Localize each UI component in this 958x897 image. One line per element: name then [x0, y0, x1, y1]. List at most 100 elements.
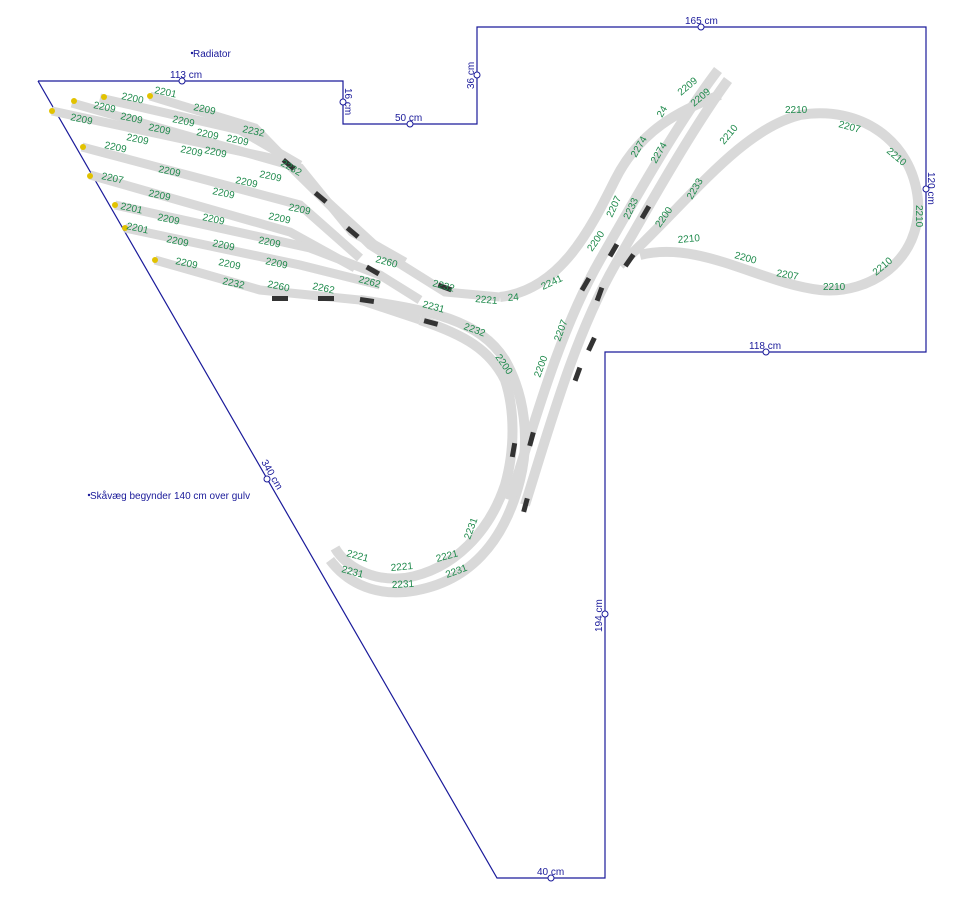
cross-link — [499, 90, 722, 302]
turnout-marker — [607, 242, 620, 258]
track-bed — [51, 66, 924, 598]
part-label: 2200 — [120, 91, 144, 106]
part-label: 24 — [655, 104, 670, 120]
yard-track-8 — [124, 223, 382, 290]
part-label: 2209 — [264, 256, 288, 271]
dimension-marker — [922, 185, 930, 193]
part-label: 2209 — [211, 238, 235, 253]
part-label: 2210 — [913, 205, 924, 228]
dimension-marker — [473, 71, 481, 79]
yard-track-5 — [80, 142, 363, 262]
part-label: 2209 — [234, 175, 258, 190]
buffer-stop — [80, 144, 86, 150]
note-radiator: Radiator — [193, 49, 231, 60]
part-label: 2232 — [221, 276, 245, 291]
turnout-marker — [594, 286, 605, 302]
buffer-stops — [49, 93, 158, 263]
turnout-marker — [623, 253, 636, 268]
turnout-marker — [345, 225, 360, 239]
part-label: 2209 — [157, 164, 181, 179]
part-label: 2201 — [153, 85, 177, 100]
turnout-marker — [579, 276, 592, 292]
part-label: 2209 — [69, 112, 93, 127]
turnout-marker — [639, 204, 652, 220]
part-label: 2209 — [156, 212, 180, 227]
buffer-stop — [71, 98, 77, 104]
part-label: 2209 — [103, 140, 127, 155]
turnout-marker — [272, 296, 288, 301]
turnout-marker — [509, 442, 518, 458]
turnout-marker — [586, 336, 597, 352]
dim-36cm: 36 cm — [466, 62, 477, 89]
yard-track-7 — [114, 200, 423, 304]
buffer-stop — [49, 108, 55, 114]
part-label: 2209 — [147, 188, 171, 203]
dimension-marker — [178, 77, 186, 85]
part-label: 2210 — [823, 282, 846, 293]
part-label: 2209 — [217, 257, 241, 272]
turnout-marker — [437, 282, 453, 293]
part-label: 2207 — [775, 268, 799, 283]
part-label: 2209 — [211, 186, 235, 201]
turnout-marker — [318, 296, 334, 301]
turnout-marker — [365, 264, 381, 277]
dim-118cm: 118 cm — [749, 341, 781, 352]
lead-lower — [326, 295, 530, 598]
part-label: 2209 — [165, 234, 189, 249]
dim-50cm: 50 cm — [395, 113, 422, 124]
part-label: 2210 — [677, 233, 701, 246]
part-label: 2201 — [125, 221, 149, 236]
part-label: 2262 — [311, 281, 335, 296]
part-label: 2209 — [195, 127, 219, 142]
turnout-marker — [423, 318, 439, 327]
mainline-a — [505, 66, 722, 502]
part-label: 2209 — [147, 122, 171, 137]
buffer-stop — [87, 173, 93, 179]
part-label: 2260 — [266, 279, 290, 294]
part-label: 2201 — [119, 201, 143, 216]
part-label: 2209 — [258, 169, 282, 184]
turnout-marker — [281, 157, 296, 171]
dim-120cm: 120 cm — [925, 172, 936, 205]
part-label: 2207 — [100, 171, 124, 186]
dim-165cm: 165 cm — [685, 16, 718, 27]
turnout-markers — [272, 157, 652, 513]
note-anchor — [190, 51, 194, 55]
dim-194cm: 194 cm — [594, 599, 605, 632]
note-sloped-wall: Skåvæg begynder 140 cm over gulv — [90, 490, 250, 502]
turnout-marker — [359, 297, 375, 304]
mainline-b — [520, 77, 733, 507]
part-label: 2209 — [179, 144, 203, 159]
turnout-marker — [527, 431, 536, 447]
dimension-marker — [697, 23, 705, 31]
dimension-labels: 113 cm 16 cm 50 cm 36 cm 165 cm 120 cm 1… — [170, 16, 936, 882]
part-label: 2209 — [267, 211, 291, 226]
part-label: 2209 — [171, 114, 195, 129]
part-label: 2209 — [92, 100, 116, 115]
wall-outline — [37, 26, 927, 879]
yard-track-9 — [153, 255, 422, 325]
dimension-marker — [406, 120, 414, 128]
part-label: 2209 — [203, 145, 227, 160]
note-anchor — [87, 493, 91, 497]
part-label: 2209 — [287, 202, 311, 217]
room-walls — [37, 26, 927, 879]
buffer-stop — [101, 94, 107, 100]
part-label: 2221 — [390, 561, 414, 574]
part-label: 2209 — [257, 235, 281, 250]
buffer-stop — [152, 257, 158, 263]
dim-40cm: 40 cm — [537, 867, 564, 878]
part-label: 2210 — [785, 105, 808, 116]
turnout-marker — [572, 366, 583, 382]
dimension-marker — [601, 610, 609, 618]
lead-lower-inner — [330, 315, 518, 584]
turnout-marker — [313, 190, 328, 204]
buffer-stop — [122, 225, 128, 231]
dim-113cm: 113 cm — [170, 70, 202, 81]
part-label: 2232 — [241, 124, 265, 139]
room-notes: Radiator Skåvæg begynder 140 cm over gul… — [87, 49, 250, 502]
dimension-marker — [762, 348, 770, 356]
buffer-stop — [147, 93, 153, 99]
part-label: 24 — [507, 292, 519, 304]
